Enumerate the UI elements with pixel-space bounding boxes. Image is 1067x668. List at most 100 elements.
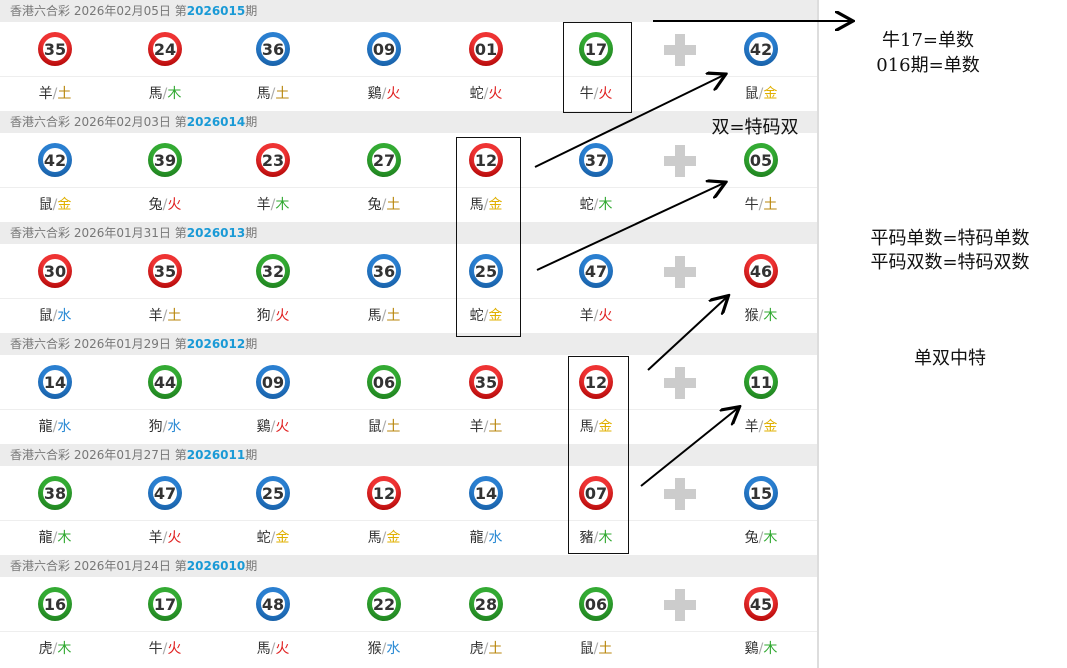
zodiac-element-label: 馬/土 xyxy=(256,86,290,102)
zodiac-element-label: 鼠/土 xyxy=(579,641,613,657)
issue-suffix: 期 xyxy=(245,337,258,351)
ball-number: 12 xyxy=(474,150,498,170)
zodiac: 鷄 xyxy=(367,86,382,102)
ball: 47 xyxy=(579,254,613,288)
zodiac: 羊 xyxy=(256,197,271,213)
zodiac-element-label: 猴/水 xyxy=(367,641,401,657)
highlight-box xyxy=(456,137,521,337)
ball-number: 39 xyxy=(153,150,177,170)
element: 火 xyxy=(598,86,613,102)
zodiac: 鼠 xyxy=(38,308,53,324)
issue-suffix: 期 xyxy=(245,559,258,573)
issue-number: 2026015 xyxy=(186,4,246,18)
ball-number: 32 xyxy=(261,261,285,281)
annotation-note: 双=特码双 xyxy=(711,117,799,138)
ball-number: 42 xyxy=(749,39,773,59)
ball: 09 xyxy=(367,32,401,66)
ball-number: 25 xyxy=(474,261,498,281)
draw-header: 香港六合彩 2026年01月24日 第2026010期 xyxy=(0,555,817,577)
ball-number: 30 xyxy=(43,261,67,281)
ball: 30 xyxy=(38,254,72,288)
plus-icon xyxy=(664,478,696,510)
annotation-note: 平码单数=特码单数 xyxy=(870,228,1030,249)
plus-icon xyxy=(664,367,696,399)
ball: 36 xyxy=(367,254,401,288)
issue-prefix: 第 xyxy=(174,337,187,351)
ball: 25 xyxy=(256,476,290,510)
zodiac: 牛 xyxy=(148,641,163,657)
zodiac: 牛 xyxy=(579,86,594,102)
element: 火 xyxy=(275,641,290,657)
ball-number: 06 xyxy=(584,594,608,614)
zodiac: 蛇 xyxy=(469,86,484,102)
special-ball: 15 xyxy=(744,476,778,510)
element: 火 xyxy=(386,86,401,102)
ball-number: 24 xyxy=(153,39,177,59)
zodiac-element-label: 鷄/火 xyxy=(256,419,290,435)
draw-header: 香港六合彩 2026年01月27日 第2026011期 xyxy=(0,444,817,466)
ball-number: 35 xyxy=(43,39,67,59)
annotation-note: 单双中特 xyxy=(914,348,986,369)
ball: 17 xyxy=(579,32,613,66)
element: 木 xyxy=(598,530,613,546)
draw-date: 2026年02月03日 xyxy=(73,115,171,129)
zodiac-element-label: 羊/木 xyxy=(256,197,290,213)
zodiac-element-label: 羊/火 xyxy=(579,308,613,324)
ball: 07 xyxy=(579,476,613,510)
ball: 06 xyxy=(367,365,401,399)
ball: 48 xyxy=(256,587,290,621)
zodiac: 牛 xyxy=(744,197,759,213)
zodiac-element-label: 蛇/金 xyxy=(256,530,290,546)
ball: 35 xyxy=(469,365,503,399)
element: 木 xyxy=(275,197,290,213)
draw-date: 2026年01月27日 xyxy=(73,448,171,462)
element: 水 xyxy=(488,530,503,546)
plus-icon xyxy=(664,34,696,66)
plus-icon xyxy=(664,589,696,621)
issue-number: 2026013 xyxy=(186,226,246,240)
zodiac: 兔 xyxy=(367,197,382,213)
draw-date: 2026年02月05日 xyxy=(73,4,171,18)
zodiac: 鷄 xyxy=(744,641,759,657)
ball-number: 07 xyxy=(584,483,608,503)
zodiac: 馬 xyxy=(469,197,484,213)
ball: 44 xyxy=(148,365,182,399)
ball-number: 01 xyxy=(474,39,498,59)
ball: 17 xyxy=(148,587,182,621)
zodiac: 猴 xyxy=(744,308,759,324)
zodiac: 虎 xyxy=(38,641,53,657)
lottery-name: 香港六合彩 xyxy=(10,559,71,573)
lottery-name: 香港六合彩 xyxy=(10,448,71,462)
annotation-note: 平码双数=特码双数 xyxy=(870,252,1030,273)
ball-number: 17 xyxy=(584,39,608,59)
ball-number: 35 xyxy=(474,372,498,392)
special-ball: 46 xyxy=(744,254,778,288)
ball: 35 xyxy=(38,32,72,66)
element: 水 xyxy=(57,419,72,435)
element: 金 xyxy=(763,86,778,102)
zodiac-element-label: 龍/木 xyxy=(38,530,72,546)
ball: 42 xyxy=(38,143,72,177)
zodiac-element-label: 馬/土 xyxy=(367,308,401,324)
zodiac-element-label: 兔/木 xyxy=(744,530,778,546)
ball-number: 44 xyxy=(153,372,177,392)
zodiac-element-label: 鷄/木 xyxy=(744,641,778,657)
issue-number: 2026010 xyxy=(186,559,246,573)
zodiac: 羊 xyxy=(38,86,53,102)
element: 木 xyxy=(57,530,72,546)
zodiac: 羊 xyxy=(579,308,594,324)
ball: 09 xyxy=(256,365,290,399)
special-ball: 11 xyxy=(744,365,778,399)
zodiac: 馬 xyxy=(367,308,382,324)
zodiac: 羊 xyxy=(469,419,484,435)
element: 木 xyxy=(57,641,72,657)
zodiac-element-label: 羊/火 xyxy=(148,530,182,546)
element: 金 xyxy=(488,197,503,213)
element: 火 xyxy=(167,197,182,213)
ball-number: 47 xyxy=(584,261,608,281)
issue-prefix: 第 xyxy=(174,4,187,18)
